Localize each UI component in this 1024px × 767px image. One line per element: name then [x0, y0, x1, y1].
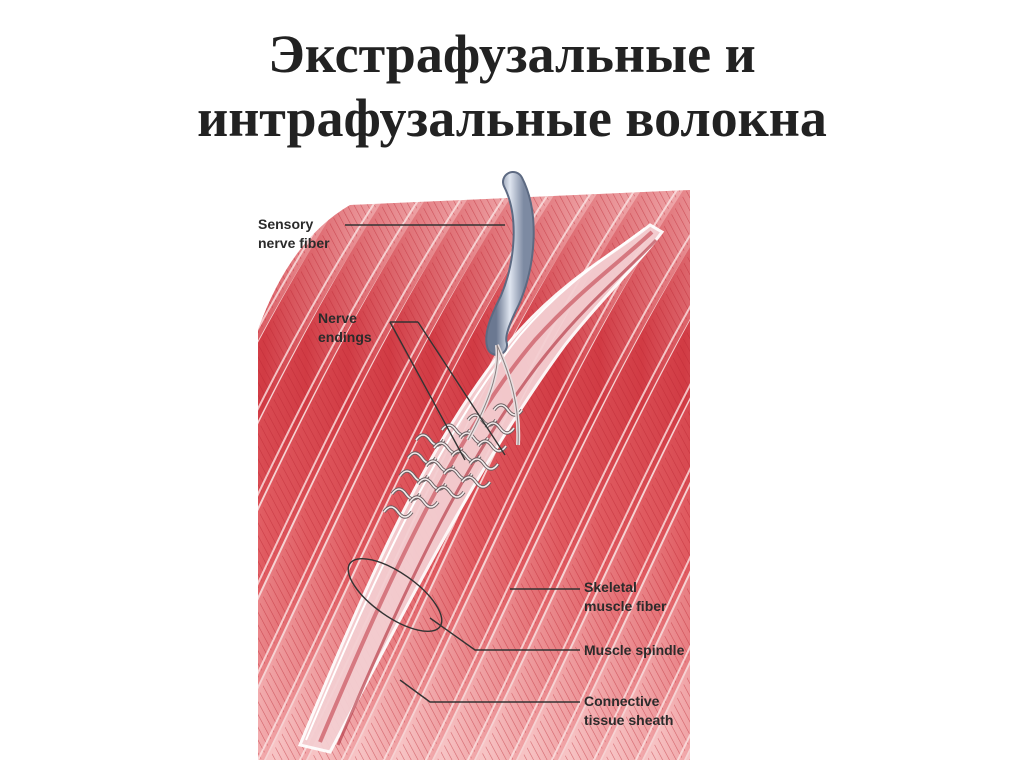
muscle-fiber-highlight — [710, 150, 1024, 767]
nerve-coil-highlight — [461, 476, 491, 488]
muscle-spindle — [297, 223, 665, 754]
muscle-fiber-striation — [258, 190, 535, 760]
muscle-fiber-striation — [472, 190, 690, 760]
label-connective-tissue-sheath: Connective tissue sheath — [584, 693, 673, 728]
callout-lines — [345, 224, 580, 703]
muscle-fiber-striation — [262, 190, 619, 760]
slide-title-line1: Экстрафузальные и — [268, 24, 756, 84]
muscle-fiber — [780, 150, 1024, 767]
extrafusal-fibers — [0, 150, 1024, 767]
muscle-fiber-striation — [640, 190, 690, 760]
label-skeletal-muscle-fiber: Skeletal muscle fiber — [584, 579, 667, 614]
muscle-fiber-highlight — [752, 150, 1024, 767]
nerve-coil-highlight — [409, 496, 439, 508]
muscle-fiber-striation — [258, 190, 283, 760]
muscle-fiber-striation — [598, 190, 690, 760]
muscle-fiber-striation — [738, 150, 1024, 767]
muscle-fiber-striation — [514, 190, 690, 760]
svg-text:Skeletal: Skeletal — [584, 579, 637, 595]
label-nerve-endings: Nerve endings — [318, 310, 372, 345]
svg-text:Sensory: Sensory — [258, 216, 313, 232]
muscle-fiber-highlight — [794, 150, 1024, 767]
muscle-fiber-highlight — [667, 190, 690, 760]
muscle-fiber-highlight — [541, 190, 690, 760]
muscle-fiber-highlight — [457, 190, 690, 760]
svg-text:muscle fiber: muscle fiber — [584, 598, 667, 614]
slide-title: Экстрафузальные и интрафузальные волокна — [0, 22, 1024, 150]
svg-text:nerve fiber: nerve fiber — [258, 235, 330, 251]
muscle-fiber-highlight — [258, 190, 495, 760]
muscle-fiber-highlight — [625, 190, 690, 760]
muscle-fiber-highlight — [583, 190, 690, 760]
skeletal-muscle-background — [0, 150, 1024, 767]
muscle-fiber-highlight — [258, 190, 537, 760]
muscle-fiber-highlight — [258, 190, 285, 760]
nerve-endings-coils — [382, 403, 524, 519]
slide-title-line2: интрафузальные волокна — [197, 88, 827, 148]
muscle-fiber-striation — [258, 190, 451, 760]
svg-text:endings: endings — [318, 329, 372, 345]
sensory-nerve-fiber — [466, 171, 535, 446]
muscle-fiber-striation — [258, 190, 409, 760]
muscle-fiber — [637, 190, 690, 760]
muscle-fiber-striation — [258, 190, 493, 760]
muscle-fiber — [0, 150, 228, 767]
label-muscle-spindle: Muscle spindle — [584, 642, 685, 658]
muscle-fiber — [738, 150, 1024, 767]
nerve-coil-highlight — [435, 486, 465, 498]
svg-text:Connective: Connective — [584, 693, 660, 709]
muscle-fiber-striation — [780, 150, 1024, 767]
muscle-fiber-striation — [430, 190, 690, 760]
muscle-fiber-striation — [0, 150, 228, 767]
nerve-coil-highlight — [485, 422, 515, 434]
muscle-fiber-highlight — [415, 190, 690, 760]
muscle-fiber — [258, 190, 285, 760]
svg-text:Muscle spindle: Muscle spindle — [584, 642, 685, 658]
nerve-coil-highlight — [383, 506, 413, 518]
svg-text:tissue sheath: tissue sheath — [584, 712, 673, 728]
muscle-fiber-highlight — [0, 150, 242, 767]
muscle-fiber-striation — [388, 190, 690, 760]
svg-text:Nerve: Nerve — [318, 310, 357, 326]
label-sensory-nerve-fiber: Sensory nerve fiber — [258, 216, 330, 251]
muscle-fiber-highlight — [499, 190, 690, 760]
nerve-coil-highlight — [469, 458, 499, 470]
muscle-fiber — [679, 190, 690, 760]
muscle-fiber-highlight — [258, 190, 411, 760]
muscle-fiber-highlight — [258, 190, 453, 760]
muscle-fiber-striation — [682, 190, 690, 760]
muscle-fiber-striation — [556, 190, 690, 760]
muscle-fiber-striation — [258, 190, 577, 760]
